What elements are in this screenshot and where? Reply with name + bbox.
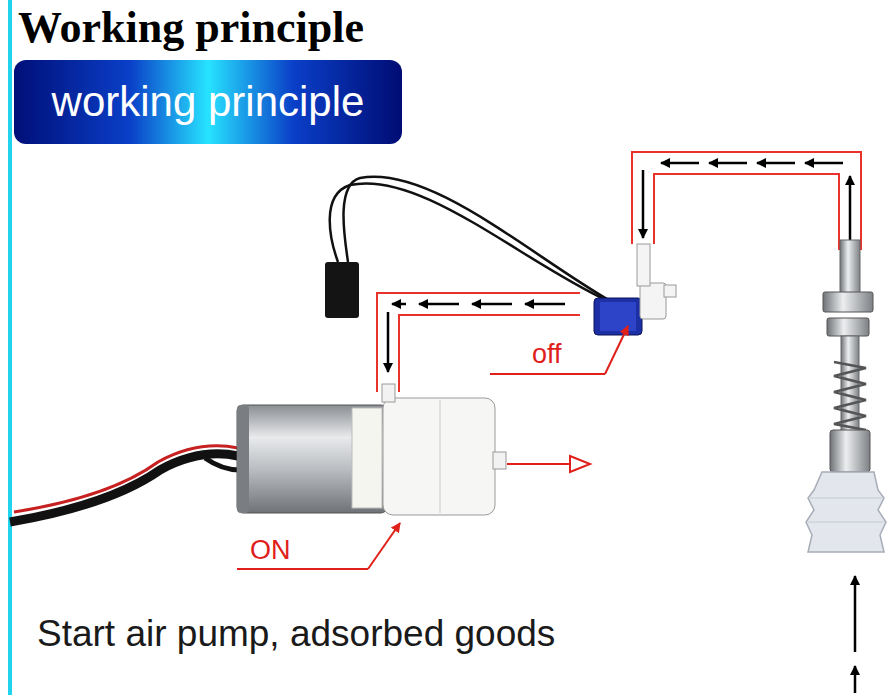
flow-arrow bbox=[419, 303, 459, 306]
suction-cup bbox=[808, 522, 884, 523]
air-pipe bbox=[388, 304, 580, 392]
solenoid-valve bbox=[664, 285, 676, 297]
air-pump bbox=[440, 400, 441, 513]
suction-cup bbox=[823, 292, 873, 312]
leader-line bbox=[237, 568, 368, 570]
solenoid-valve bbox=[594, 298, 642, 335]
suction-cup bbox=[830, 430, 870, 472]
air-pump bbox=[382, 384, 395, 402]
air-pipe bbox=[643, 163, 850, 250]
solenoid-valve bbox=[637, 244, 650, 286]
suction-cup bbox=[806, 472, 886, 552]
pump-wires bbox=[205, 458, 240, 470]
air-pipe bbox=[388, 304, 580, 392]
leader-line bbox=[237, 326, 628, 569]
suction-cup bbox=[806, 240, 886, 552]
solenoid-valve bbox=[640, 283, 666, 319]
air-pump bbox=[237, 405, 387, 513]
flow-arrow bbox=[392, 303, 406, 306]
air-pipe bbox=[643, 163, 850, 250]
air-pipe bbox=[388, 163, 850, 392]
solenoid-valve bbox=[600, 302, 636, 331]
side-bar bbox=[8, 0, 12, 695]
flow-arrow bbox=[854, 576, 857, 652]
flow-arrow bbox=[642, 170, 645, 238]
valve-wires bbox=[343, 177, 612, 302]
air-pump bbox=[383, 398, 495, 515]
air-pump bbox=[352, 408, 382, 508]
air-pump bbox=[237, 405, 249, 513]
valve-wires bbox=[330, 183, 606, 300]
suction-cup bbox=[827, 318, 869, 336]
air-pump bbox=[237, 384, 506, 515]
caption: Start air pump, adsorbed goods bbox=[37, 614, 555, 655]
flow-arrow bbox=[849, 176, 852, 246]
flow-arrow bbox=[387, 312, 390, 372]
pump-wires bbox=[10, 454, 238, 522]
badge-text: working principle bbox=[52, 79, 365, 125]
switch-label: off bbox=[532, 340, 562, 370]
page-title: Working principle bbox=[18, 4, 364, 52]
flow-arrow bbox=[854, 666, 857, 693]
flow-arrow bbox=[472, 303, 512, 306]
solenoid-valve bbox=[594, 244, 676, 335]
suction-cup bbox=[834, 362, 866, 430]
exhaust-arrow bbox=[507, 463, 570, 465]
wire-connector bbox=[325, 262, 359, 318]
pump-wires bbox=[14, 446, 238, 512]
flow-arrow bbox=[661, 162, 699, 165]
flow-arrow bbox=[709, 162, 747, 165]
pump-wires bbox=[10, 446, 240, 522]
title-badge: working principle bbox=[14, 60, 402, 144]
switch-label: ON bbox=[250, 536, 291, 566]
leader-line bbox=[368, 523, 400, 569]
exhaust-arrow bbox=[570, 456, 590, 472]
flow-arrow bbox=[525, 303, 565, 306]
leader-line bbox=[490, 373, 605, 375]
valve-wires bbox=[330, 177, 612, 302]
leader-line bbox=[605, 326, 628, 374]
suction-cup bbox=[810, 498, 882, 499]
air-pump bbox=[493, 452, 506, 469]
flow-arrow bbox=[757, 162, 795, 165]
flow-arrow bbox=[805, 162, 843, 165]
suction-cup bbox=[840, 240, 860, 300]
